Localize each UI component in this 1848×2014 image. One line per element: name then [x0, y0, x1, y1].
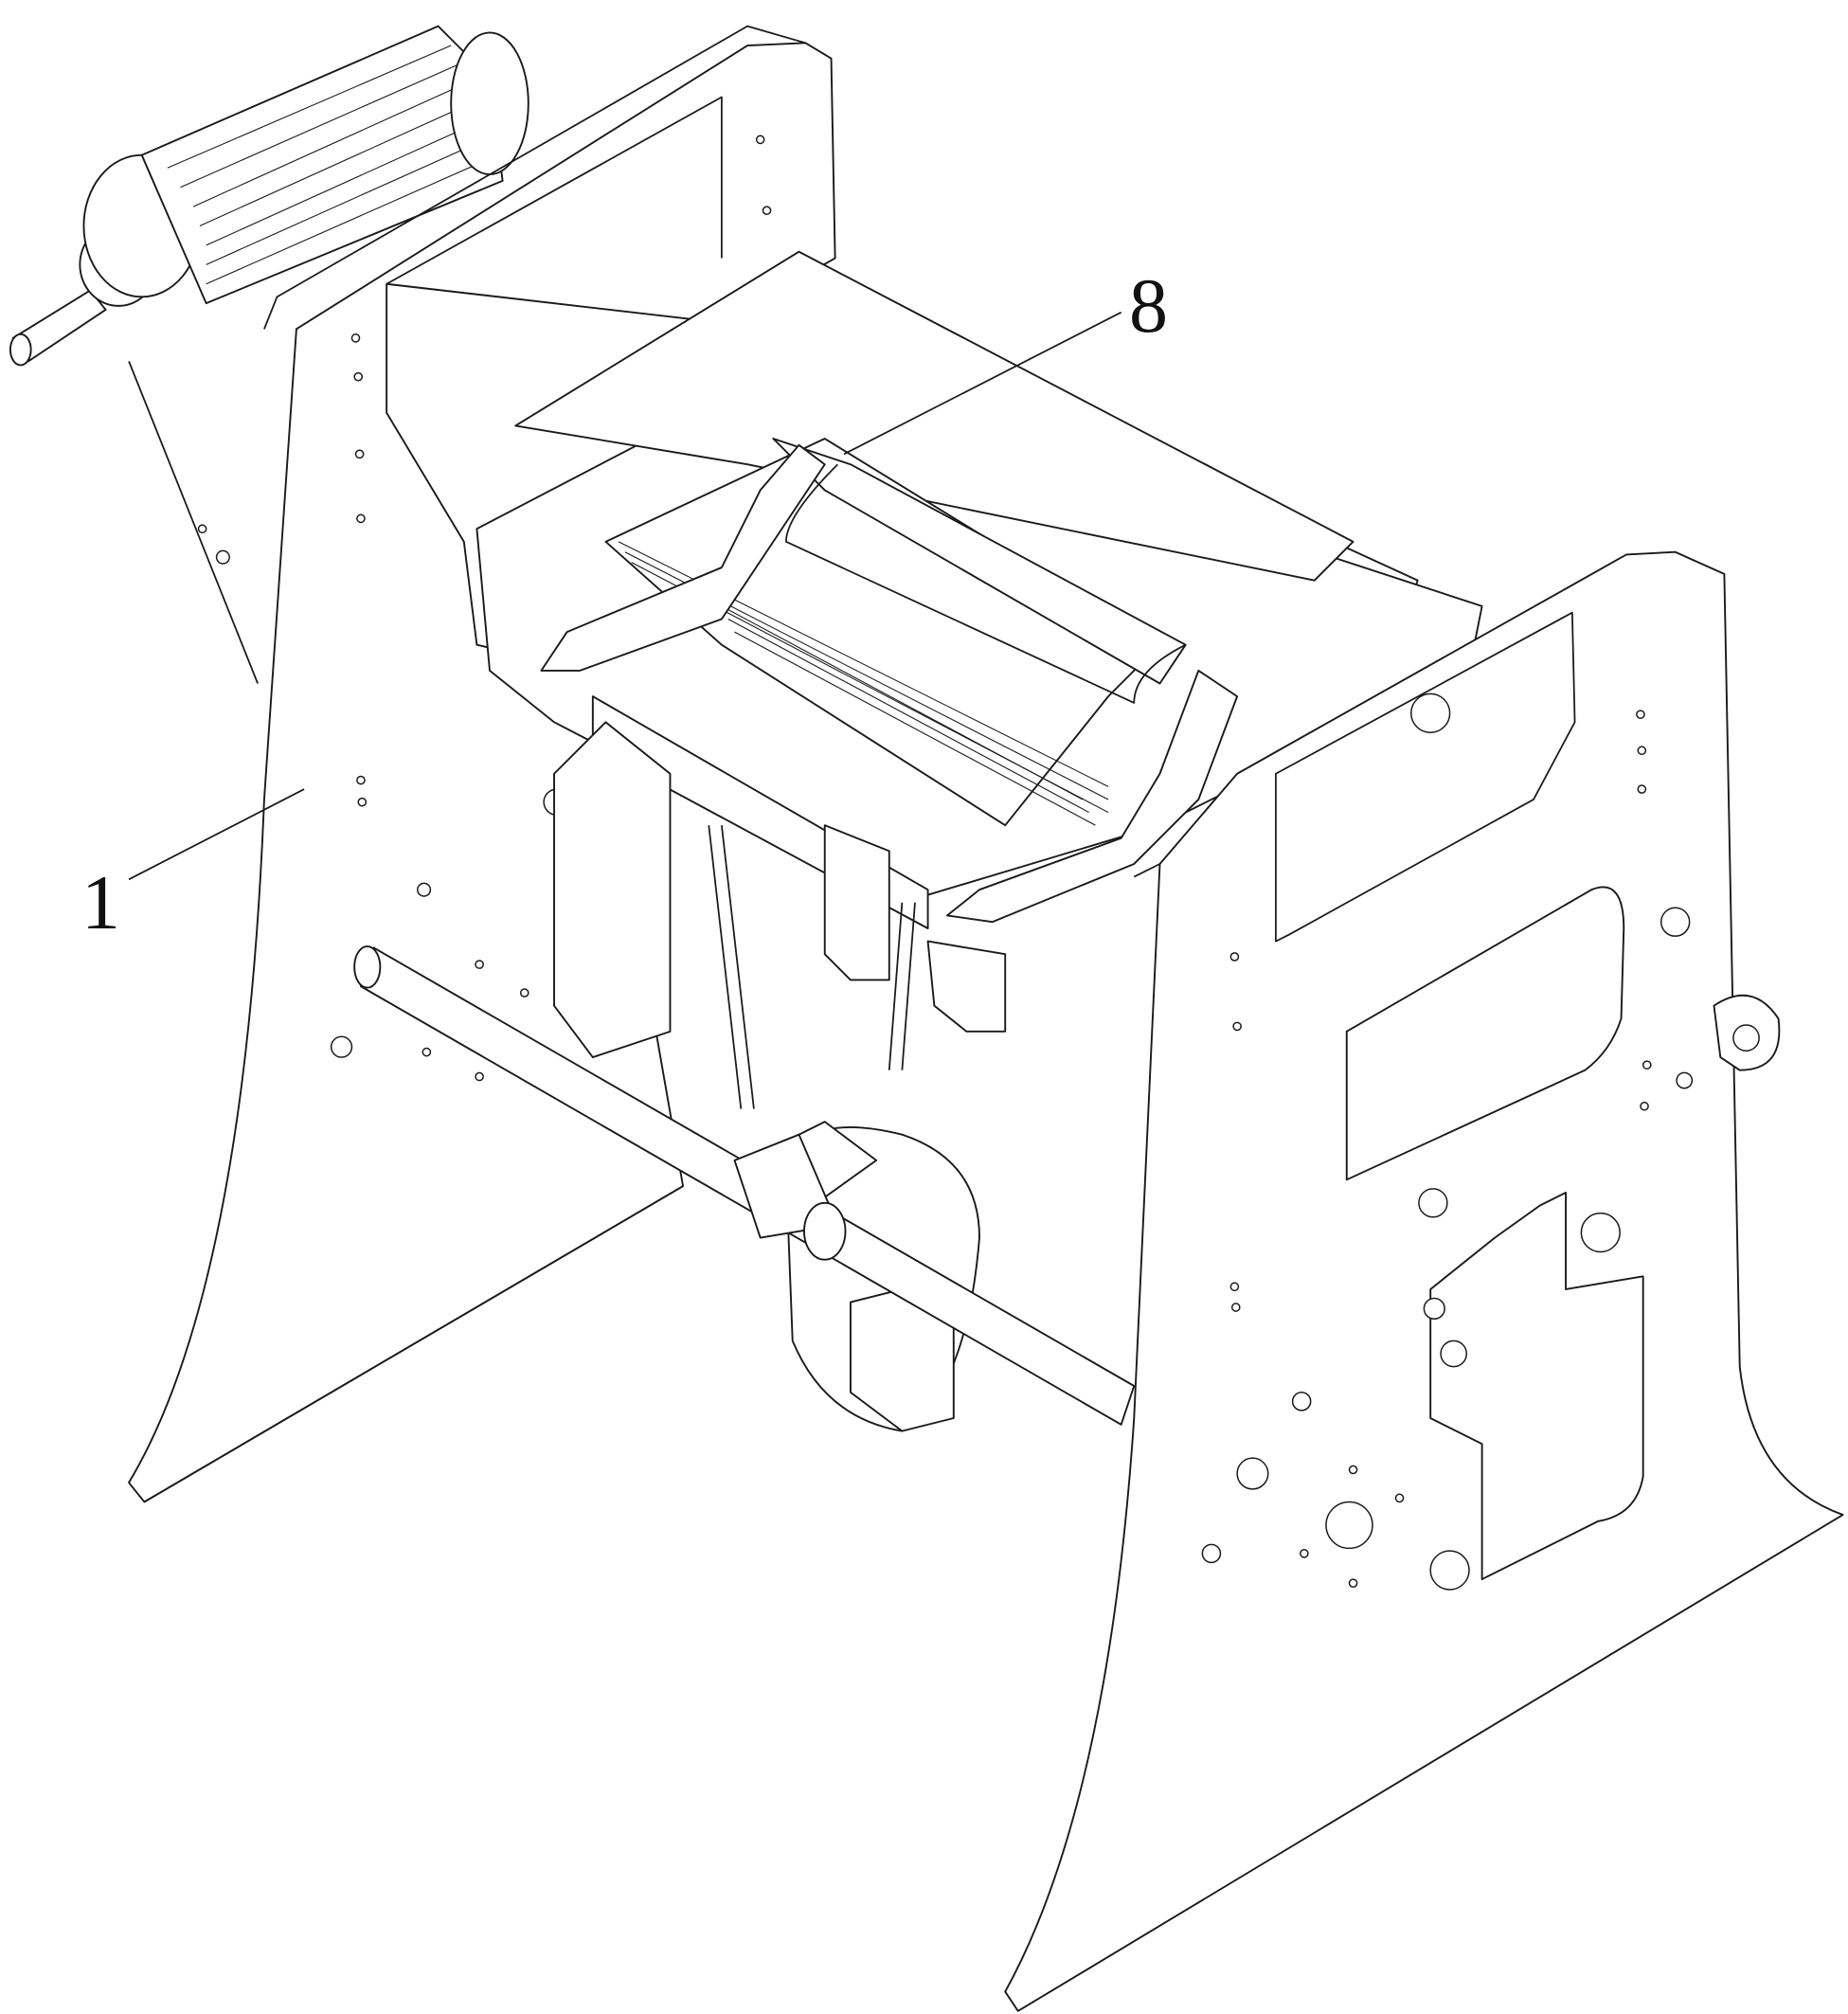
reference-label-8: 8: [1129, 267, 1168, 345]
reference-label-1: 1: [81, 864, 120, 942]
